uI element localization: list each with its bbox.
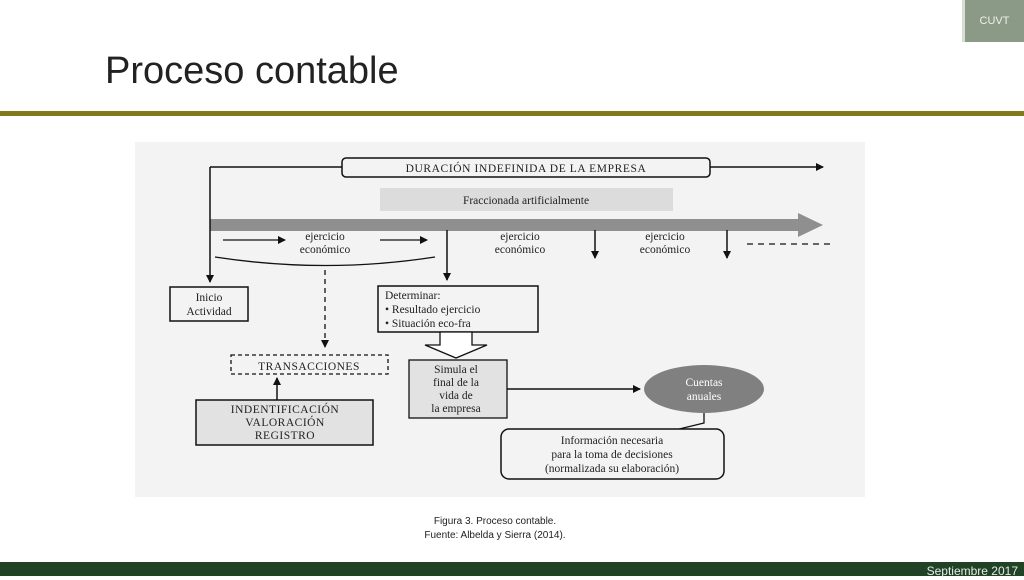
identificacion-line1: INDENTIFICACIÓN xyxy=(231,402,340,416)
info-line3: (normalizada su elaboración) xyxy=(545,463,679,475)
cuentas-line1: Cuentas xyxy=(685,377,723,389)
info-line1: Información necesaria xyxy=(561,435,663,447)
informacion-box xyxy=(500,428,725,480)
fraccionada-label: Fraccionada artificialmente xyxy=(463,195,589,207)
duracion-label: DURACIÓN INDEFINIDA DE LA EMPRESA xyxy=(406,161,647,175)
ejercicio-1-line2: económico xyxy=(300,244,351,256)
logo: CUVT xyxy=(962,0,1024,42)
identificacion-box xyxy=(195,399,374,446)
gray-arrow-head xyxy=(798,213,823,237)
gray-arrow-body xyxy=(210,219,800,231)
page-title: Proceso contable xyxy=(105,50,399,92)
info-connector xyxy=(674,413,705,431)
ejercicio-1-line1: ejercicio xyxy=(305,231,345,243)
simula-line1: Simula el xyxy=(434,364,478,376)
determinar-item1: • Resultado ejercicio xyxy=(385,304,481,316)
simula-line4: la empresa xyxy=(431,403,481,415)
inicio-line2: Actividad xyxy=(186,306,232,318)
fraccionada-box xyxy=(380,188,673,211)
transacciones-label: TRANSACCIONES xyxy=(258,361,360,373)
cuentas-line2: anuales xyxy=(687,391,722,403)
ejercicio-2-line1: ejercicio xyxy=(500,231,540,243)
simula-box xyxy=(408,359,508,419)
cuentas-ellipse xyxy=(644,365,764,413)
ejercicio-3-line2: económico xyxy=(640,244,691,256)
inicio-box xyxy=(169,286,249,322)
identificacion-line2: VALORACIÓN xyxy=(245,415,325,429)
info-line2: para la toma de decisiones xyxy=(551,449,673,461)
simula-line3: vida de xyxy=(439,390,473,402)
figure-caption: Figura 3. Proceso contable. xyxy=(433,516,557,527)
identificacion-line3: REGISTRO xyxy=(255,430,315,442)
ejercicio-2-line2: económico xyxy=(495,244,546,256)
simula-line2: final de la xyxy=(433,377,479,389)
footer-date: Septiembre 2017 xyxy=(926,564,1018,578)
ejercicio-brace xyxy=(214,256,436,267)
figure-source: Fuente: Albelda y Sierra (2014). xyxy=(424,530,566,541)
diagram-canvas: DURACIÓN INDEFINIDA DE LA EMPRESA Fracci… xyxy=(169,157,835,480)
simula-block-arrow xyxy=(424,331,488,359)
transacciones-box xyxy=(230,354,389,375)
duracion-box xyxy=(341,157,711,178)
footer-bar: Septiembre 2017 xyxy=(0,562,1024,578)
process-diagram: DURACIÓN INDEFINIDA DE LA EMPRESA Fracci… xyxy=(135,142,865,497)
title-divider xyxy=(0,111,1024,116)
determinar-item2: • Situación eco-fra xyxy=(385,318,471,330)
ejercicio-3-line1: ejercicio xyxy=(645,231,685,243)
inicio-line1: Inicio xyxy=(196,292,223,304)
determinar-title: Determinar: xyxy=(385,290,441,302)
